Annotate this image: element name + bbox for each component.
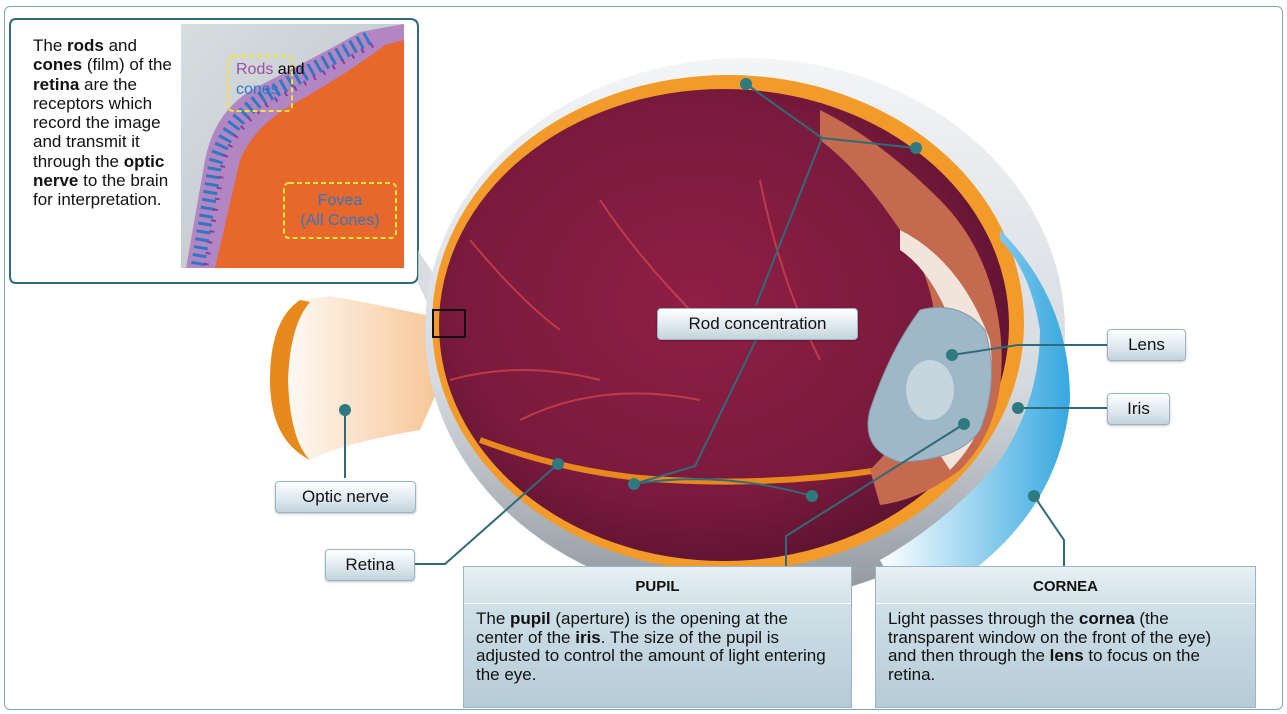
inset-description: The rods and cones (film) of the retina … [33, 36, 173, 210]
cornea-text-bold: cornea [1079, 609, 1135, 628]
iris-label: Iris [1107, 393, 1170, 425]
inset-text-bold: retina [33, 75, 79, 94]
cornea-title: CORNEA [876, 567, 1255, 604]
rod-concentration-label: Rod concentration [657, 308, 858, 340]
fovea-line1: Fovea [318, 192, 362, 209]
lens-label: Lens [1107, 329, 1186, 361]
inset-text-bold: cones [33, 55, 82, 74]
pupil-info-box: PUPIL The pupil (aperture) is the openin… [463, 566, 852, 708]
fovea-line2: (All Cones) [300, 212, 379, 229]
retina-label: Retina [325, 549, 415, 581]
optic-nerve-label: Optic nerve [275, 481, 416, 513]
and-word: and [273, 61, 304, 78]
pupil-text-part: The [476, 609, 510, 628]
pupil-text-bold: iris [575, 628, 601, 647]
inset-text-part: and [104, 36, 137, 55]
cornea-info-box: CORNEA Light passes through the cornea (… [875, 566, 1256, 708]
cornea-text-bold: lens [1050, 646, 1084, 665]
pupil-text-bold: pupil [510, 609, 551, 628]
inset-text-part: The [33, 36, 67, 55]
inset-text-bold: rods [67, 36, 104, 55]
rods-word: Rods [236, 61, 273, 78]
cones-word: cones [236, 81, 279, 98]
cornea-text-part: Light passes through the [888, 609, 1079, 628]
fovea-label: Fovea (All Cones) [284, 191, 396, 231]
rods-cones-label: Rods and cones [236, 60, 306, 100]
pupil-description: The pupil (aperture) is the opening at t… [464, 604, 851, 690]
cornea-description: Light passes through the cornea (the tra… [876, 604, 1255, 690]
inset-text-part: (film) of the [82, 55, 172, 74]
pupil-title: PUPIL [464, 567, 851, 604]
